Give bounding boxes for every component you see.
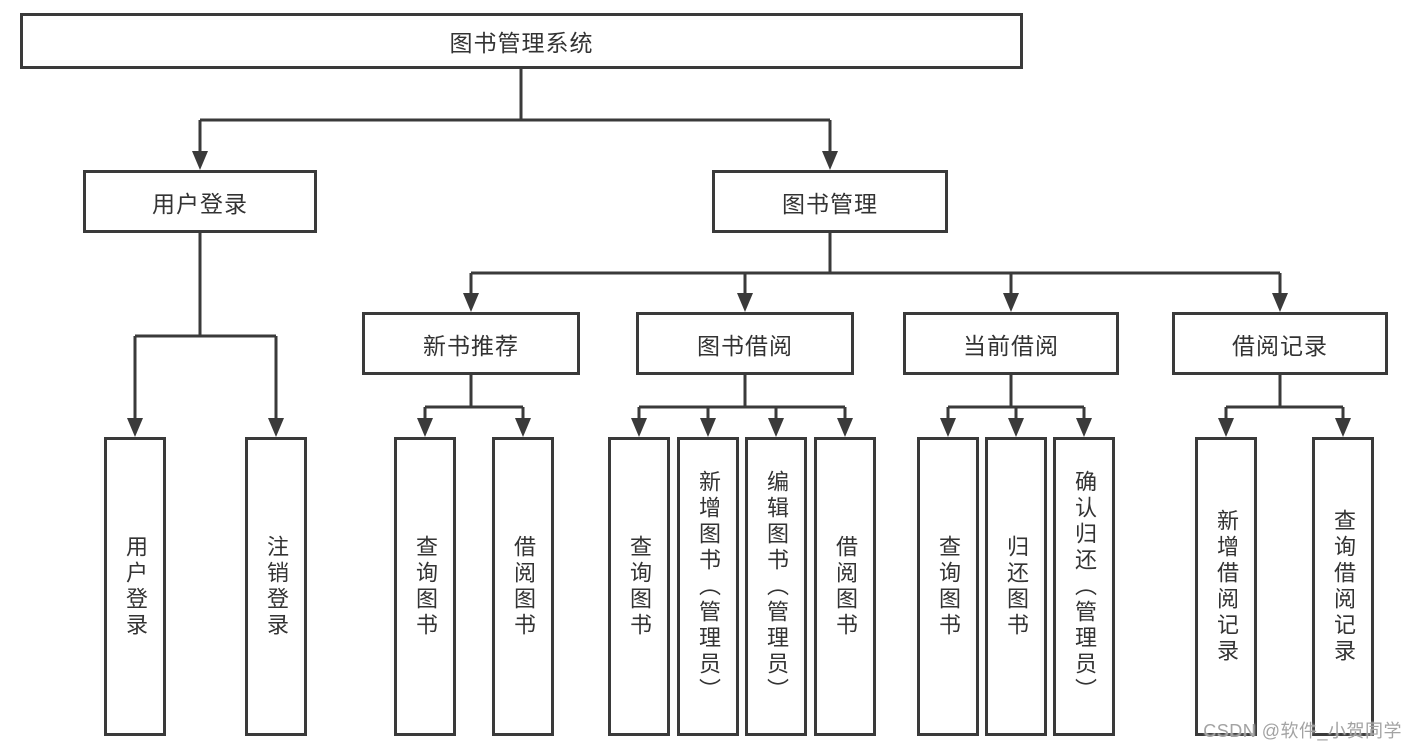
leaf-bb-add-book-admin-label: 新增图书（管理员） [696,469,721,704]
node-book-borrow-label: 图书借阅 [697,332,793,359]
leaf-nb-query-book-label: 查询图书 [413,534,438,639]
leaf-user-login-label: 用户登录 [123,534,148,639]
node-new-book-recommend: 新书推荐 [362,312,580,375]
node-borrow-records-label: 借阅记录 [1232,332,1328,359]
leaf-bb-borrow-book: 借阅图书 [814,437,876,736]
node-borrow-records: 借阅记录 [1172,312,1388,375]
leaf-bb-query-book-label: 查询图书 [627,534,652,639]
leaf-cb-query-book: 查询图书 [917,437,979,736]
leaf-cb-confirm-return-admin: 确认归还（管理员） [1053,437,1115,736]
leaf-logout-label: 注销登录 [264,534,289,639]
leaf-bb-query-book: 查询图书 [608,437,670,736]
leaf-cb-confirm-return-admin-label: 确认归还（管理员） [1072,469,1097,704]
node-book-management-label: 图书管理 [782,190,878,217]
connector-arrowheads [127,151,1351,437]
leaf-bb-edit-book-admin-label: 编辑图书（管理员） [764,469,789,704]
node-user-login-label: 用户登录 [152,190,248,217]
leaf-nb-borrow-book-label: 借阅图书 [511,534,536,639]
leaf-br-add-record-label: 新增借阅记录 [1214,508,1239,665]
leaf-cb-return-book: 归还图书 [985,437,1047,736]
node-current-borrow-label: 当前借阅 [963,332,1059,359]
leaf-br-query-record: 查询借阅记录 [1312,437,1374,736]
node-user-login: 用户登录 [83,170,317,233]
leaf-nb-query-book: 查询图书 [394,437,456,736]
leaf-logout: 注销登录 [245,437,307,736]
node-book-borrow: 图书借阅 [636,312,854,375]
leaf-bb-edit-book-admin: 编辑图书（管理员） [745,437,807,736]
node-book-management: 图书管理 [712,170,948,233]
leaf-br-add-record: 新增借阅记录 [1195,437,1257,736]
node-root-label: 图书管理系统 [449,30,594,56]
leaf-br-query-record-label: 查询借阅记录 [1331,508,1356,665]
leaf-cb-return-book-label: 归还图书 [1004,534,1029,639]
leaf-bb-borrow-book-label: 借阅图书 [833,534,858,639]
connector-lines [133,69,1345,419]
node-current-borrow: 当前借阅 [903,312,1119,375]
watermark: CSDN @软件_小贺同学 [1203,721,1402,741]
leaf-user-login: 用户登录 [104,437,166,736]
leaf-bb-add-book-admin: 新增图书（管理员） [677,437,739,736]
leaf-cb-query-book-label: 查询图书 [936,534,961,639]
leaf-nb-borrow-book: 借阅图书 [492,437,554,736]
node-new-book-recommend-label: 新书推荐 [423,332,519,359]
node-root: 图书管理系统 [20,13,1023,69]
